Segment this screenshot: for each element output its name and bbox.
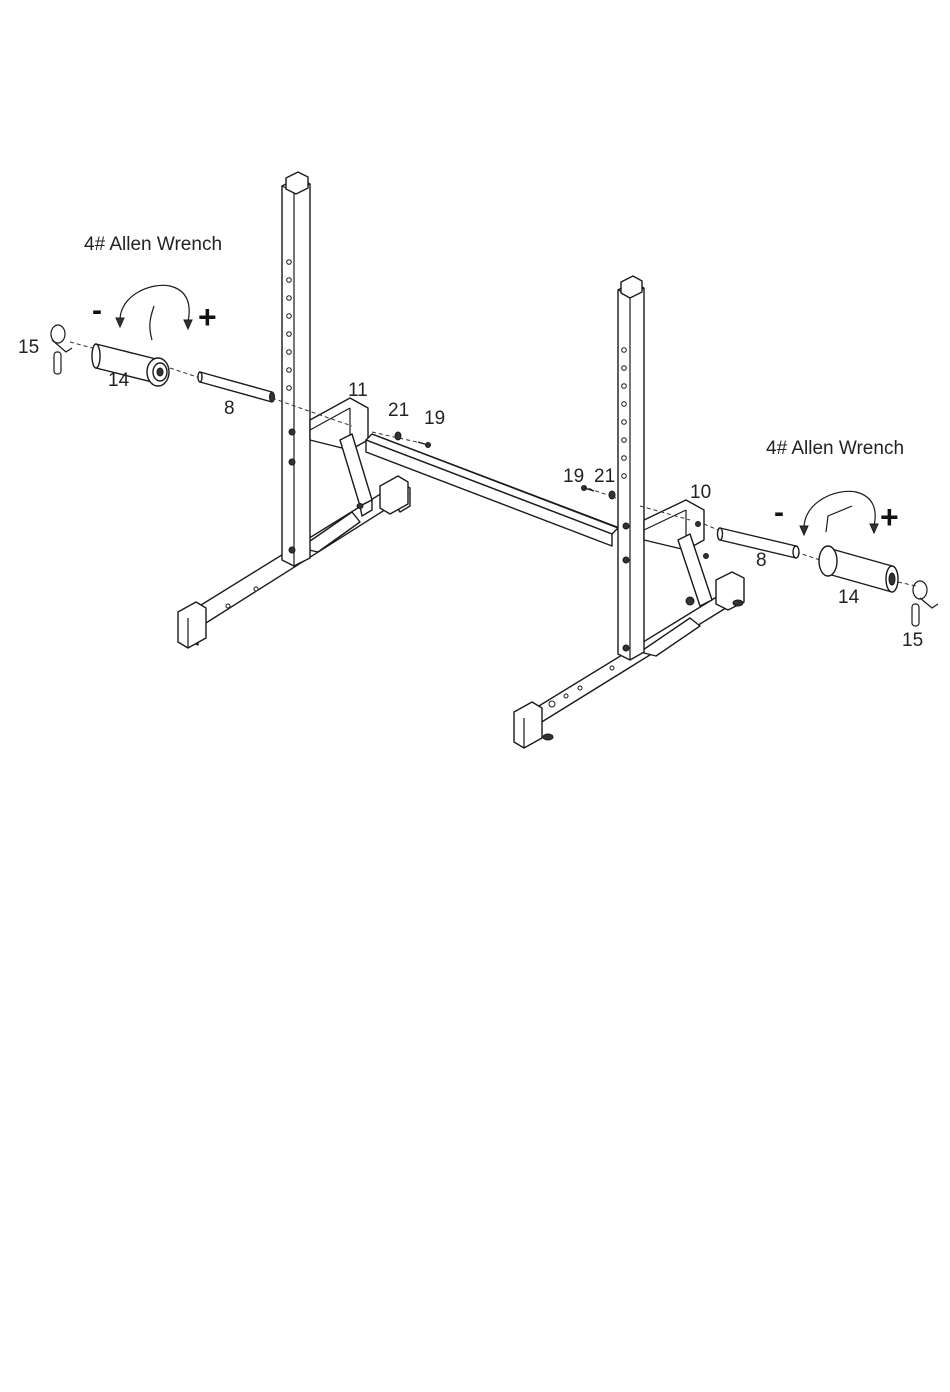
part-label-8-right: 8: [756, 550, 767, 571]
spring-collar-right: [912, 581, 938, 626]
minus-sign-left: -: [92, 294, 102, 327]
wrench-callout-right: 4# Allen Wrench: [766, 438, 904, 459]
bolt-left: [418, 442, 431, 448]
plus-sign-left: +: [198, 299, 217, 335]
allen-wrench-icon: [150, 306, 154, 340]
part-label-14-left: 14: [108, 370, 130, 391]
minus-sign-right: -: [774, 496, 784, 529]
part-label-21-right: 21: [594, 466, 615, 487]
spring-collar-left: [51, 325, 72, 374]
part-label-19-left: 19: [424, 408, 445, 429]
part-label-21-left: 21: [388, 400, 409, 421]
labels: 4# Allen Wrench - + 15 14 8 11 21 19 19 …: [18, 234, 923, 651]
allen-wrench-icon: [826, 506, 852, 532]
part-label-8-left: 8: [224, 398, 235, 419]
left-hardware: [51, 285, 431, 447]
wrench-callout-left: 4# Allen Wrench: [84, 234, 222, 255]
rotation-arrows-right: [800, 491, 878, 535]
pin-left: [198, 372, 275, 402]
part-label-19-right: 19: [563, 466, 584, 487]
plus-sign-right: +: [880, 499, 899, 535]
part-label-11: 11: [348, 380, 368, 401]
part-label-15-right: 15: [902, 630, 923, 651]
washer-right: [609, 491, 615, 499]
washer-left: [395, 432, 401, 440]
sleeve-right: [819, 546, 898, 592]
part-label-14-right: 14: [838, 587, 860, 608]
rotation-arrows-left: [116, 285, 192, 340]
part-label-15-left: 15: [18, 337, 39, 358]
part-label-10: 10: [690, 482, 711, 503]
sleeve-left: [92, 344, 169, 386]
